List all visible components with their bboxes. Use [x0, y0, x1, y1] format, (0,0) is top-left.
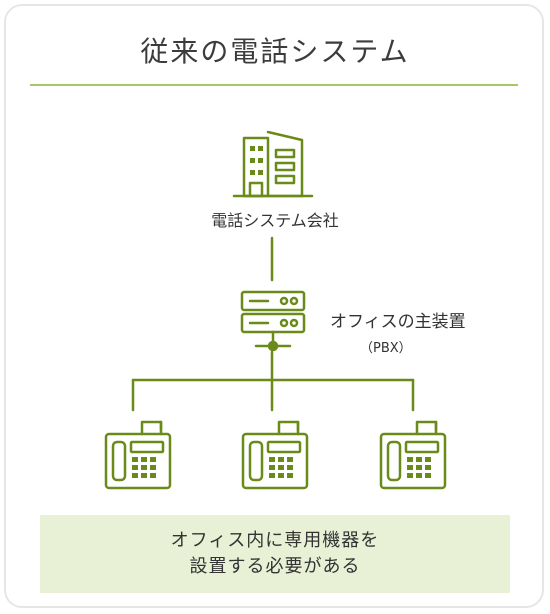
- title-divider: [30, 84, 518, 86]
- diagram-title: 従来の電話システム: [140, 35, 410, 68]
- office-phone-icon: [104, 420, 172, 490]
- office-phone-icon: [241, 420, 309, 490]
- server-icon: [240, 290, 306, 352]
- diagram-card: [4, 4, 544, 608]
- building-icon: [232, 130, 314, 198]
- pbx-label: オフィスの主装置: [330, 312, 466, 332]
- pbx-sublabel: （PBX）: [360, 341, 412, 356]
- company-label: 電話システム会社: [211, 211, 339, 230]
- note-line-1: オフィス内に専用機器を: [170, 530, 380, 551]
- note-box: オフィス内に専用機器を 設置する必要がある: [40, 515, 510, 593]
- phone-links: [131, 350, 415, 412]
- office-phone-icon: [379, 420, 447, 490]
- note-line-2: 設置する必要がある: [189, 556, 361, 577]
